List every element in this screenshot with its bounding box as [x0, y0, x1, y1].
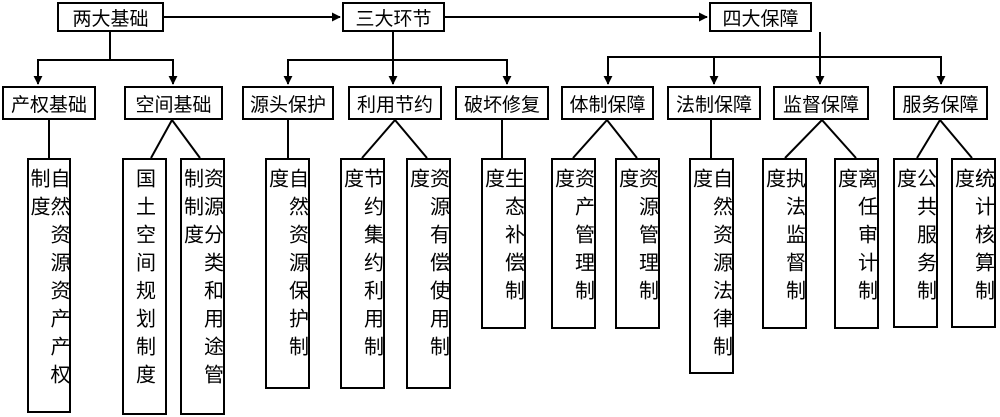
leaf-land-spatial-planning: 国土空间规划制度 [122, 158, 167, 415]
leaf-label: 离任审计制度 [834, 168, 879, 308]
leaf-label: 执法监督制度 [762, 168, 807, 308]
node-utilization: 利用节约 [348, 86, 442, 120]
leaf-label: 国土空间规划制度 [132, 168, 157, 392]
leaf-label: 自然资源资产产权制度 [27, 168, 71, 392]
node-label: 产权基础 [10, 93, 87, 116]
node-label: 服务保障 [902, 93, 979, 116]
node-label: 体制保障 [569, 93, 646, 116]
node-restoration: 破坏修复 [455, 86, 549, 120]
leaf-exit-audit: 离任审计制度 [834, 158, 879, 329]
leaf-natural-protection: 自然资源保护制度 [265, 158, 310, 389]
leaf-label: 公共服务制度 [893, 168, 938, 308]
leaf-label: 节约集约利用制度 [340, 168, 385, 364]
leaf-label: 资源有偿使用制度 [406, 168, 451, 364]
node-label: 监督保障 [782, 93, 859, 116]
leaf-label: 统计核算制度 [951, 168, 996, 308]
node-label: 法制保障 [675, 93, 752, 116]
leaf-label: 自然资源法律制度 [689, 168, 734, 364]
leaf-label: 资产管理制度 [551, 168, 596, 308]
node-legal: 法制保障 [667, 86, 761, 120]
leaf-statistical-accounting: 统计核算制度 [951, 158, 996, 328]
node-property-rights: 产权基础 [2, 86, 96, 120]
leaf-label: 资源分类和用途管制制度 [180, 168, 225, 392]
node-supervision: 监督保障 [773, 86, 869, 120]
leaf-public-service: 公共服务制度 [893, 158, 938, 328]
node-service: 服务保障 [893, 86, 988, 120]
leaf-classification-use-control: 资源分类和用途管制制度 [180, 158, 225, 415]
leaf-natural-asset-property: 自然资源资产产权制度 [27, 158, 71, 413]
leaf-enforcement: 执法监督制度 [762, 158, 807, 329]
node-label: 四大保障 [722, 7, 799, 30]
node-four-guarantees: 四大保障 [709, 2, 812, 32]
node-label: 利用节约 [356, 93, 433, 116]
leaf-eco-compensation: 生态补偿制度 [481, 158, 526, 329]
leaf-intensive-use: 节约集约利用制度 [340, 158, 385, 389]
node-label: 源头保护 [249, 93, 326, 116]
leaf-label: 生态补偿制度 [481, 168, 526, 308]
leaf-label: 资源管理制度 [615, 168, 660, 308]
node-three-links: 三大环节 [342, 2, 445, 32]
node-label: 空间基础 [135, 93, 212, 116]
node-source-protection: 源头保护 [242, 86, 334, 120]
node-institutional: 体制保障 [561, 86, 654, 120]
node-label: 两大基础 [72, 7, 149, 30]
leaf-paid-use: 资源有偿使用制度 [406, 158, 451, 389]
node-label: 破坏修复 [463, 93, 540, 116]
leaf-label: 自然资源保护制度 [265, 168, 310, 364]
node-two-foundations: 两大基础 [57, 2, 164, 32]
node-spatial: 空间基础 [124, 86, 223, 120]
node-label: 三大环节 [355, 7, 432, 30]
leaf-resource-management: 资源管理制度 [615, 158, 660, 329]
leaf-legal-system: 自然资源法律制度 [689, 158, 734, 374]
leaf-asset-management: 资产管理制度 [551, 158, 596, 329]
